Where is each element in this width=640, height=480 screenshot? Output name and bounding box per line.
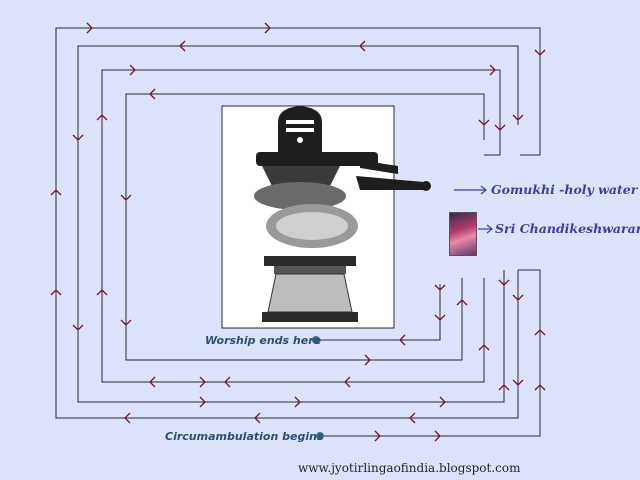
path-ring-3 bbox=[101, 69, 501, 383]
direction-chevron-icon bbox=[72, 134, 84, 141]
gomukhi-spout-icon bbox=[356, 176, 431, 191]
direction-chevron-icon bbox=[72, 324, 84, 331]
gomukhi-arrow-icon bbox=[454, 185, 487, 195]
website-url: www.jyotirlingaofindia.blogspot.com bbox=[298, 461, 521, 475]
direction-chevron-icon bbox=[149, 376, 156, 388]
direction-chevron-icon bbox=[120, 194, 132, 201]
direction-chevron-icon bbox=[199, 376, 206, 388]
direction-chevron-icon bbox=[534, 49, 546, 56]
direction-chevron-icon bbox=[199, 396, 206, 408]
direction-chevron-icon bbox=[86, 22, 93, 34]
worship-end-dot-icon bbox=[312, 336, 320, 344]
direction-chevron-icon bbox=[179, 40, 186, 52]
path-ring-4 bbox=[125, 93, 485, 361]
direction-chevron-icon bbox=[294, 396, 301, 408]
direction-chevron-icon bbox=[129, 64, 136, 76]
circumambulation-start-dot-icon bbox=[316, 432, 324, 440]
direction-chevron-icon bbox=[264, 22, 271, 34]
chandikeshwarar-label: Sri Chandikeshwarar bbox=[495, 221, 640, 236]
direction-chevron-icon bbox=[512, 114, 524, 121]
direction-chevron-icon bbox=[399, 334, 406, 346]
direction-chevron-icon bbox=[96, 114, 108, 121]
direction-chevron-icon bbox=[96, 289, 108, 296]
direction-chevron-icon bbox=[50, 289, 62, 296]
direction-chevron-icon bbox=[534, 329, 546, 336]
path-ring-2 bbox=[77, 45, 519, 403]
direction-chevron-icon bbox=[498, 384, 510, 391]
direction-arrows bbox=[50, 22, 546, 442]
direction-chevron-icon bbox=[224, 376, 231, 388]
chandikeshwarar-arrow-icon bbox=[478, 224, 493, 234]
direction-chevron-icon bbox=[478, 344, 490, 351]
direction-chevron-icon bbox=[512, 294, 524, 301]
direction-chevron-icon bbox=[494, 124, 506, 131]
gomukhi-label: Gomukhi -holy water bbox=[491, 182, 638, 197]
path-ring-5 bbox=[318, 284, 441, 341]
direction-chevron-icon bbox=[512, 379, 524, 386]
direction-chevron-icon bbox=[50, 189, 62, 196]
direction-chevron-icon bbox=[478, 119, 490, 126]
worship-ends-label: Worship ends here bbox=[205, 334, 322, 347]
direction-chevron-icon bbox=[254, 412, 261, 424]
chandikeshwarar-image-icon bbox=[449, 212, 477, 256]
direction-chevron-icon bbox=[344, 376, 351, 388]
direction-chevron-icon bbox=[534, 384, 546, 391]
circumambulation-begins-label: Circumambulation begins bbox=[165, 430, 324, 443]
direction-chevron-icon bbox=[456, 299, 468, 306]
direction-chevron-icon bbox=[409, 412, 416, 424]
direction-chevron-icon bbox=[359, 40, 366, 52]
direction-chevron-icon bbox=[364, 354, 371, 366]
path-ring-1 bbox=[55, 27, 541, 437]
direction-chevron-icon bbox=[124, 412, 131, 424]
direction-chevron-icon bbox=[434, 314, 446, 321]
direction-chevron-icon bbox=[434, 430, 441, 442]
direction-chevron-icon bbox=[439, 396, 446, 408]
direction-chevron-icon bbox=[374, 430, 381, 442]
direction-chevron-icon bbox=[434, 284, 446, 291]
direction-chevron-icon bbox=[489, 64, 496, 76]
direction-chevron-icon bbox=[120, 319, 132, 326]
shiva-lingam-icon bbox=[254, 106, 398, 322]
direction-chevron-icon bbox=[498, 279, 510, 286]
direction-chevron-icon bbox=[149, 88, 156, 100]
